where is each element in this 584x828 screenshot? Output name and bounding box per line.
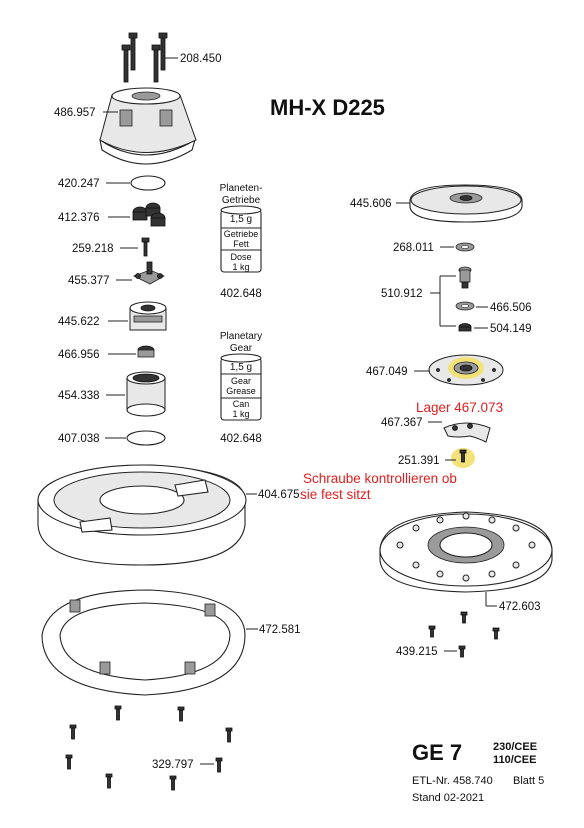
counterweight-467367	[443, 422, 491, 443]
base-plate-404675	[37, 464, 247, 566]
planet-gears-412376	[132, 202, 166, 227]
grease-box-de: Planeten- Getriebe 1,5 g Getriebe Fett D…	[220, 183, 263, 300]
label-454338: 454.338	[58, 390, 100, 402]
grease-en-pack-1: Can	[233, 399, 250, 409]
sanding-pad-472603	[379, 511, 553, 593]
grease-en-amount: 1,5 g	[230, 362, 252, 373]
planet-carrier-455377	[133, 261, 165, 285]
bearing-445622	[129, 301, 167, 331]
grease-en-heading-2: Gear	[230, 343, 253, 354]
voltage-2: 110/CEE	[493, 754, 536, 766]
label-208450: 208.450	[180, 53, 222, 65]
grease-de-heading-2: Getriebe	[222, 195, 261, 206]
nut-504149	[458, 323, 472, 332]
label-407038: 407.038	[58, 433, 100, 445]
washer-466506	[455, 301, 475, 311]
grease-en-part: 402.648	[220, 433, 262, 445]
label-466956: 466.956	[58, 349, 100, 361]
diagram-title: MH-X D225	[270, 95, 385, 120]
ring-472581	[41, 589, 246, 696]
screws-208450	[121, 32, 168, 83]
label-445606: 445.606	[350, 198, 392, 210]
oring-420247	[130, 175, 166, 191]
grease-de-amount: 1,5 g	[230, 214, 252, 225]
voltage-1: 230/CEE	[493, 741, 537, 753]
label-251391: 251.391	[398, 455, 440, 467]
label-472603: 472.603	[499, 601, 541, 613]
grease-en-type-1: Gear	[231, 376, 251, 386]
assembly-510912	[458, 266, 472, 289]
sheet-number: Blatt 5	[513, 775, 544, 787]
washer-268011	[455, 242, 475, 252]
label-467367: 467.367	[381, 417, 423, 429]
etl-number: ETL-Nr. 458.740	[412, 775, 493, 787]
pad-top-445606	[409, 184, 523, 223]
plate-467049	[428, 354, 504, 386]
grease-de-type-1: Getriebe	[224, 229, 259, 239]
note-bearing: Lager 467.073	[416, 400, 503, 415]
revision-date: Stand 02-2021	[412, 792, 484, 804]
label-467049: 467.049	[366, 366, 408, 378]
label-329797: 329.797	[152, 759, 194, 771]
oring-407038	[126, 430, 166, 446]
gear-466956	[137, 345, 155, 358]
screws-439215	[428, 611, 500, 658]
label-259218: 259.218	[72, 243, 114, 255]
label-486957: 486.957	[54, 107, 96, 119]
label-466506: 466.506	[490, 302, 532, 314]
grease-de-part: 402.648	[220, 288, 262, 300]
label-412376: 412.376	[58, 212, 100, 224]
grease-de-pack-2: 1 kg	[232, 262, 249, 272]
grease-en-heading-1: Planetary	[220, 331, 262, 342]
grease-de-pack-1: Dose	[230, 252, 251, 262]
label-439215: 439.215	[396, 646, 438, 658]
note-screw-line-2: sie fest sitzt	[300, 487, 371, 502]
grease-box-en: Planetary Gear 1,5 g Gear Grease Can 1 k…	[220, 331, 262, 445]
screws-329797	[65, 705, 233, 791]
model-name: GE 7	[412, 740, 462, 765]
label-510912: 510.912	[381, 288, 423, 300]
label-445622: 445.622	[58, 316, 100, 328]
housing-486957	[99, 87, 197, 165]
ring-gear-454338	[126, 371, 166, 417]
label-455377: 455.377	[68, 275, 110, 287]
grease-de-heading-1: Planeten-	[220, 183, 263, 194]
screw-259218	[141, 237, 150, 257]
label-268011: 268.011	[393, 242, 434, 254]
note-screw-line-1: Schraube kontrollieren ob	[303, 471, 457, 486]
label-420247: 420.247	[58, 178, 100, 190]
screw-251391	[451, 448, 475, 468]
grease-de-type-2: Fett	[233, 239, 249, 249]
grease-en-pack-2: 1 kg	[232, 409, 249, 419]
grease-en-type-2: Grease	[226, 386, 256, 396]
label-472581: 472.581	[259, 624, 301, 636]
label-504149: 504.149	[490, 323, 532, 335]
label-404675: 404.675	[258, 489, 300, 501]
